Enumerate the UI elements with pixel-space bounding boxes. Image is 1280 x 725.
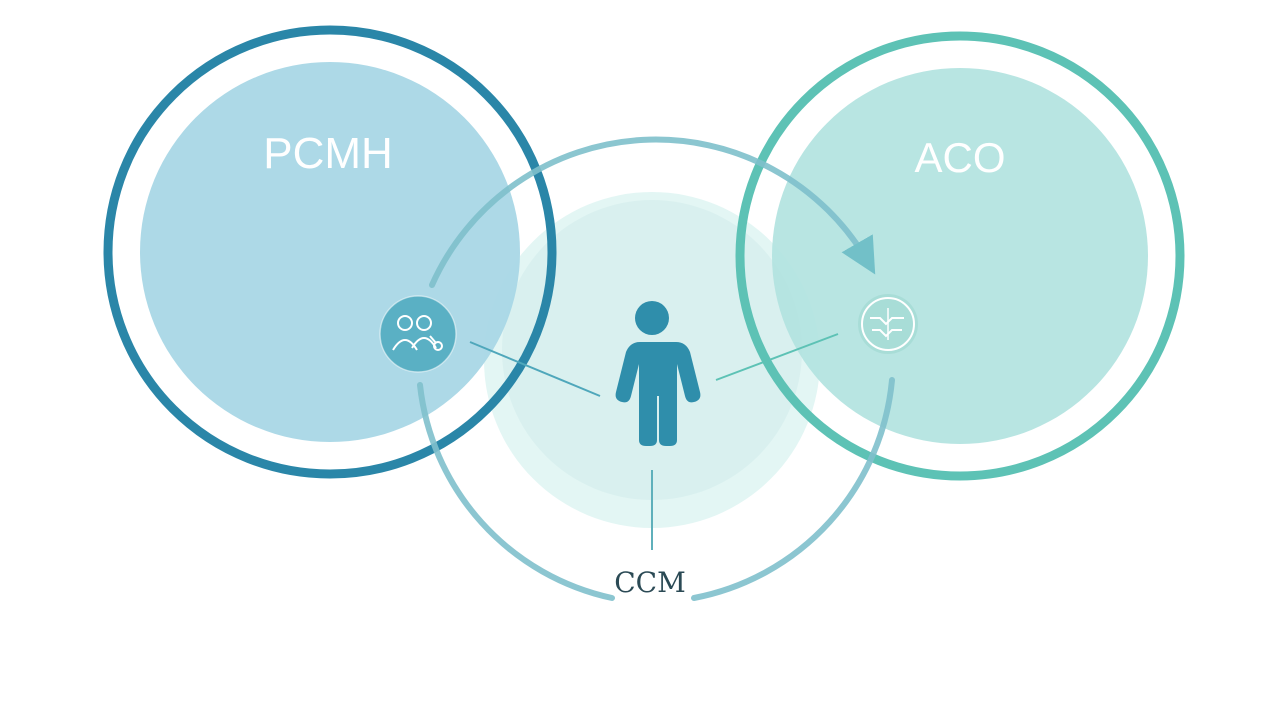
aco-circle-outline (735, 31, 1185, 481)
person-icon (615, 301, 701, 446)
aco-circle-fill (772, 68, 1148, 444)
pcmh-circle-outline (103, 25, 557, 479)
connector-right (715, 333, 839, 381)
ccm-ring-lower-right-arc (691, 377, 895, 601)
aco-label: ACO (914, 134, 1005, 181)
ccm-label: CCM (614, 566, 686, 599)
ccm-ring-upper-arc (429, 136, 876, 288)
people-network-icon (379, 295, 457, 373)
handshake-icon (858, 294, 918, 354)
pcmh-label: PCMH (263, 129, 393, 178)
ccm-ring-lower-left-arc (417, 382, 615, 601)
pcmh-circle-fill (140, 62, 520, 442)
connector-left (469, 341, 601, 397)
